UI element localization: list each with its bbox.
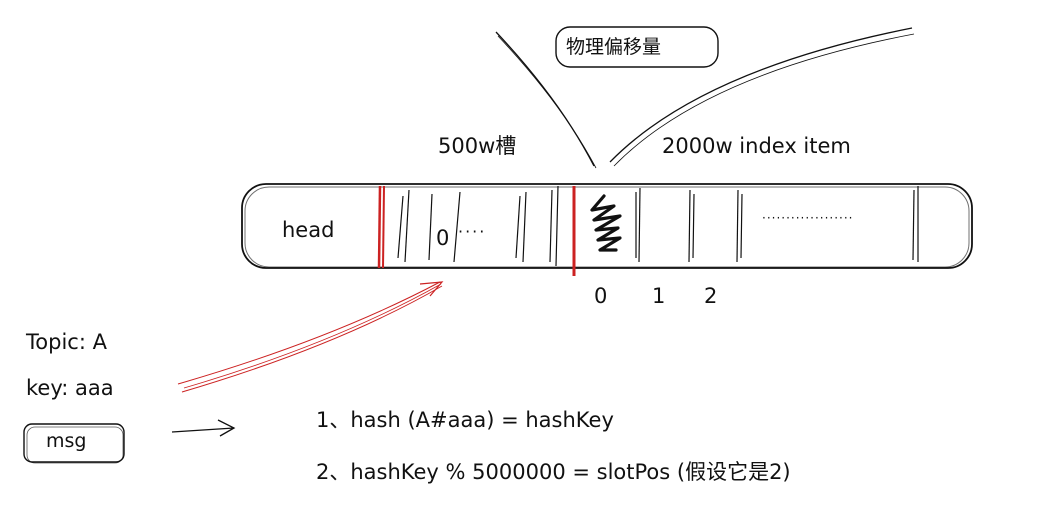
slot-zero-label: 0 [436, 226, 450, 250]
hash-arrow-red-3 [183, 283, 442, 389]
hash-arrow-red-head [419, 281, 444, 297]
scribble-mark [590, 194, 622, 252]
item-dividers [635, 186, 919, 263]
key-line: key: aaa [26, 376, 114, 400]
item-index-0: 0 [594, 284, 608, 308]
index-file-box [241, 183, 973, 269]
item-index-1: 1 [652, 284, 666, 308]
offset-bubble [555, 26, 719, 68]
physical-offset-label: 物理偏移量 [566, 36, 662, 58]
item-dots: ··················· [762, 211, 854, 225]
hash-step-2: 2、hashKey % 5000000 = slotPos (假设它是2) [316, 460, 791, 484]
items-section-label: 2000w index item [662, 134, 851, 158]
index-file-box-sketch [244, 186, 970, 268]
hash-arrow-red [177, 281, 441, 385]
msg-arrow [171, 427, 235, 433]
offset-pointer-right [609, 27, 913, 163]
slot-dividers [397, 185, 559, 267]
item-index-2: 2 [704, 284, 718, 308]
msg-arrow-head [217, 419, 236, 437]
msg-box-sketch [26, 426, 124, 464]
head-label: head [282, 218, 335, 242]
slot-dots: ···· [458, 222, 487, 241]
header-boundary-line-2 [382, 185, 385, 269]
hash-arrow-red-2 [181, 285, 443, 393]
hash-step-1: 1、hash (A#aaa) = hashKey [316, 408, 614, 432]
offset-pointer-left [495, 31, 595, 167]
msg-box [23, 423, 125, 463]
slots-section-label: 500w槽 [438, 134, 517, 158]
offset-pointer-left-2 [497, 35, 597, 169]
topic-line: Topic: A [26, 330, 107, 354]
offset-pointer-right-2 [613, 33, 915, 167]
msg-label: msg [46, 430, 87, 452]
header-boundary-line [377, 185, 382, 269]
